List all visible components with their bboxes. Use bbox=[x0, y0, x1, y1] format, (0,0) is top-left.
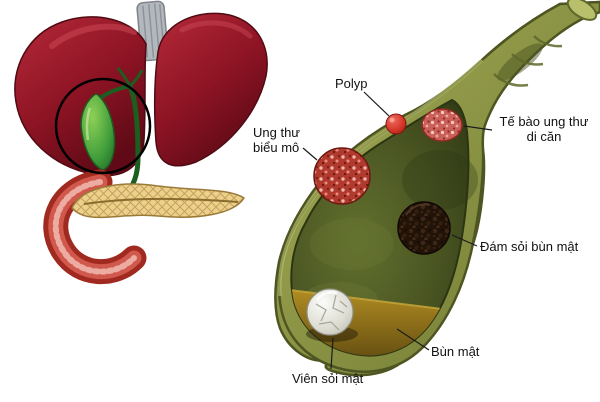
liver-left-lobe bbox=[14, 16, 147, 177]
liver-illustration bbox=[14, 0, 268, 284]
gallbladder-highlight bbox=[85, 107, 92, 141]
neck-folds bbox=[493, 35, 563, 87]
sludge-cluster-label: Đám sỏi bùn mật bbox=[480, 239, 578, 254]
metastatic-mass bbox=[421, 108, 463, 142]
liver-highlight bbox=[49, 23, 137, 49]
pancreas bbox=[71, 183, 246, 219]
gallbladder-cross-section bbox=[274, 0, 600, 377]
metastatic-label: Tế bào ung thư di căn bbox=[494, 114, 594, 145]
leader-lines bbox=[302, 91, 493, 370]
leader-line-polyp bbox=[363, 91, 390, 117]
duodenum bbox=[43, 169, 147, 284]
polyp-label: Polyp bbox=[335, 76, 368, 91]
metastatic-label-line1: Tế bào ung thư bbox=[499, 114, 589, 129]
carcinoma-label: Ung thư biểu mô bbox=[253, 125, 300, 156]
gallstone-label-text: Viên sỏi mật bbox=[292, 371, 364, 386]
gallstone-shape bbox=[306, 288, 354, 336]
pancreatic-duct bbox=[83, 197, 239, 205]
leader-line-gallstone bbox=[330, 337, 334, 370]
metastatic-label-line2: di căn bbox=[526, 129, 562, 145]
polyp-shape bbox=[385, 113, 407, 135]
liver-highlight bbox=[179, 20, 253, 39]
leader-line-carcinoma bbox=[302, 147, 318, 161]
highlight-circle bbox=[54, 77, 152, 175]
sludge-stone-cluster bbox=[397, 201, 451, 255]
carcinoma-label-line1: Ung thư bbox=[253, 125, 301, 140]
carcinoma-label-line2: biểu mô bbox=[253, 140, 300, 156]
leader-line-sludge bbox=[396, 328, 430, 351]
gallstone-label: Viên sỏi mật bbox=[292, 371, 363, 386]
neck-lumen-shadow bbox=[497, 43, 543, 81]
sludge-label: Bùn mật bbox=[431, 344, 479, 359]
carcinoma-mass bbox=[313, 147, 371, 205]
duct-opening bbox=[566, 0, 598, 21]
leader-line-sludge-cluster bbox=[451, 234, 478, 247]
liver-right-lobe bbox=[153, 12, 268, 167]
leader-line-metastatic bbox=[463, 125, 493, 131]
sludge-cluster-label-text: Đám sỏi bùn mật bbox=[480, 239, 579, 254]
polyp-label-text: Polyp bbox=[335, 76, 368, 91]
sludge-label-text: Bùn mật bbox=[431, 344, 480, 359]
